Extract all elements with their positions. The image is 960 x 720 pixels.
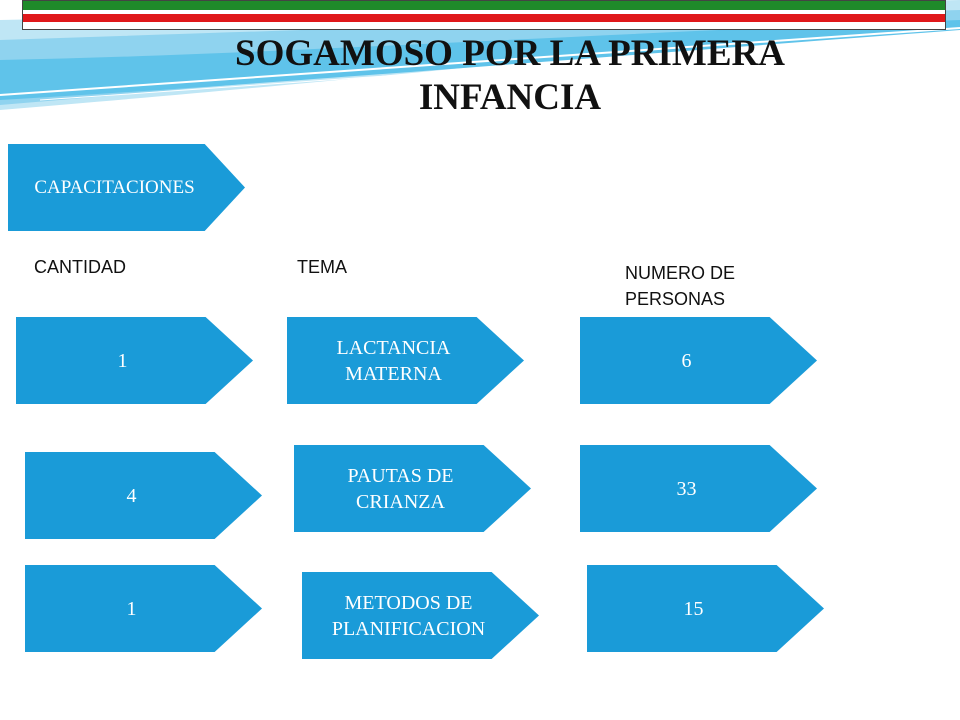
column-label-cantidad: CANTIDAD xyxy=(34,257,127,277)
column-label-tema: TEMA xyxy=(297,257,348,277)
page-title: SOGAMOSO POR LA PRIMERA INFANCIA xyxy=(235,33,785,118)
tema-value: METODOS DE PLANIFICACION xyxy=(331,591,486,640)
cantidad-value: 1 xyxy=(126,597,137,620)
personas-chevron: 15 xyxy=(587,565,824,652)
personas-value: 6 xyxy=(681,349,692,372)
tema-chevron: METODOS DE PLANIFICACION xyxy=(302,572,539,659)
cantidad-chevron: 4 xyxy=(25,452,262,539)
personas-chevron: 6 xyxy=(580,317,817,404)
personas-chevron: 33 xyxy=(580,445,817,532)
column-label-personas: NUMERO DE PERSONAS xyxy=(625,263,736,309)
tema-chevron: PAUTAS DE CRIANZA xyxy=(294,445,531,532)
capacitaciones-label: CAPACITACIONES xyxy=(34,176,195,198)
tema-value: LACTANCIA MATERNA xyxy=(336,336,451,385)
flag-banner xyxy=(22,0,946,30)
cantidad-value: 1 xyxy=(117,349,128,372)
capacitaciones-chevron: CAPACITACIONES xyxy=(8,144,245,231)
cantidad-value: 4 xyxy=(126,484,137,507)
tema-chevron: LACTANCIA MATERNA xyxy=(287,317,524,404)
personas-value: 15 xyxy=(683,597,704,620)
tema-value: PAUTAS DE CRIANZA xyxy=(347,464,454,513)
cantidad-chevron: 1 xyxy=(25,565,262,652)
cantidad-chevron: 1 xyxy=(16,317,253,404)
personas-value: 33 xyxy=(676,477,697,500)
